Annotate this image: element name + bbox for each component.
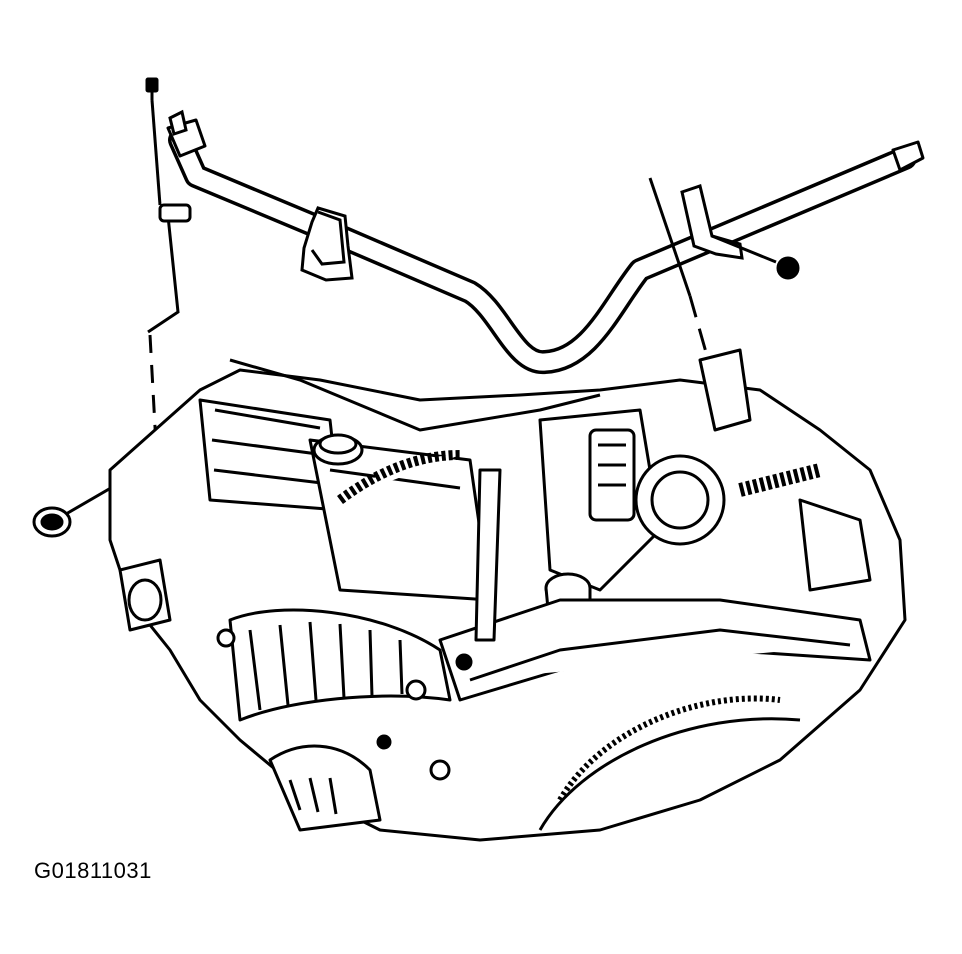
engine-assembly: [108, 348, 907, 842]
right-nut: [776, 256, 800, 280]
pipe-fitting-clip: [158, 109, 192, 223]
figure-id-label: G01811031: [34, 858, 152, 883]
left-bolt: [145, 77, 159, 100]
pipe-clamp: [300, 206, 354, 282]
hose-clamp-left: [32, 476, 129, 538]
right-bracket: [680, 184, 744, 260]
heater-pipe: [166, 118, 925, 374]
